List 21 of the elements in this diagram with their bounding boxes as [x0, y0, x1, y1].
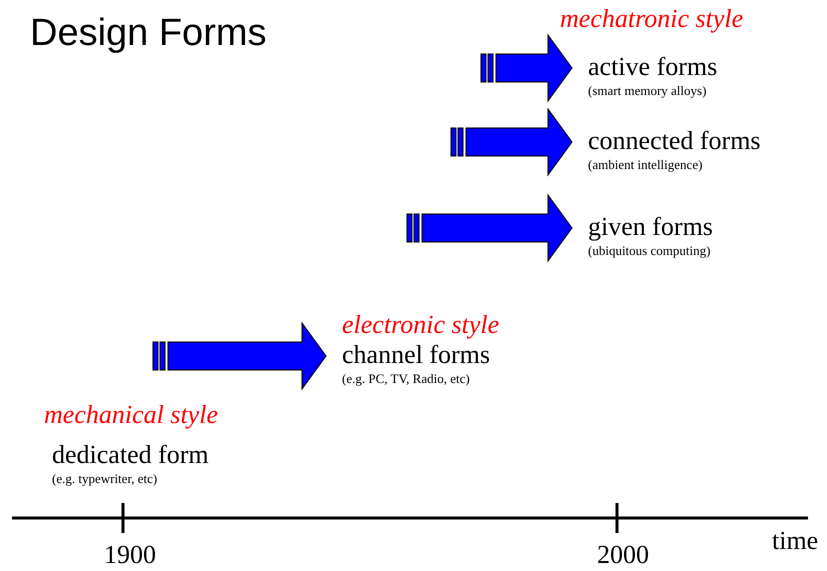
axis-label: time — [772, 526, 818, 556]
form-example: (e.g. PC, TV, Radio, etc) — [342, 370, 471, 388]
title: Design Forms — [30, 12, 266, 55]
style-label: mechanical style — [44, 400, 218, 430]
form-name: given forms — [588, 212, 713, 242]
form-name: channel forms — [342, 340, 490, 370]
tick-label: 1900 — [104, 540, 156, 570]
form-example: (smart memory alloys) — [588, 82, 708, 100]
block-arrow — [480, 33, 573, 103]
form-name: connected forms — [588, 126, 761, 156]
style-label: electronic style — [342, 310, 500, 340]
form-name: active forms — [588, 52, 718, 82]
form-example: (ubiquitous computing) — [588, 242, 712, 260]
block-arrow — [406, 193, 573, 263]
form-example: (e.g. typewriter, etc) — [52, 470, 158, 488]
block-arrow — [450, 107, 573, 177]
block-arrow — [152, 321, 327, 391]
tick-label: 2000 — [597, 540, 649, 570]
style-label: mechatronic style — [560, 4, 744, 34]
form-name: dedicated form — [52, 440, 209, 470]
form-example: (ambient intelligence) — [588, 156, 704, 174]
